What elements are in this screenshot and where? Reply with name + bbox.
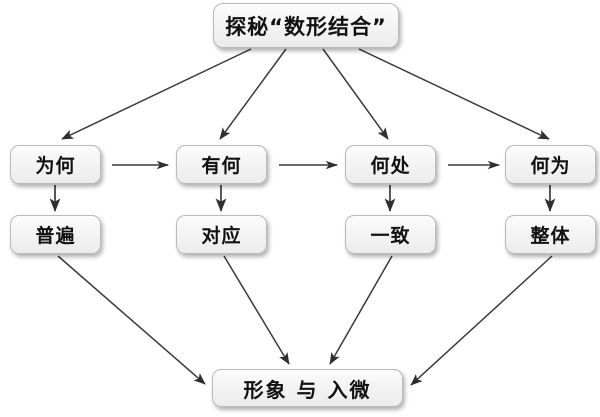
node-zhengti[interactable]: 整体 (505, 215, 596, 254)
node-weihe[interactable]: 为何 (10, 145, 101, 184)
edge-title-to-youhe (219, 48, 287, 140)
edge-title-to-hechu (322, 48, 389, 140)
edge-title-to-weihe (61, 48, 252, 140)
edge-title-to-hewei (358, 48, 550, 140)
edge-zhengti-to-bottom (410, 255, 553, 386)
node-hechu[interactable]: 何处 (345, 145, 436, 184)
node-youhe[interactable]: 有何 (176, 145, 267, 184)
edge-yizhi-to-bottom (329, 255, 393, 365)
node-duiying[interactable]: 对应 (176, 215, 267, 254)
node-bottom-conclusion[interactable]: 形象 与 入微 (212, 369, 403, 407)
edge-pubian-to-bottom (57, 255, 206, 385)
edge-duiying-to-bottom (223, 255, 290, 365)
node-hewei[interactable]: 何为 (505, 145, 596, 184)
node-title[interactable]: 探秘“数形结合” (213, 3, 399, 48)
node-yizhi[interactable]: 一致 (345, 215, 436, 254)
node-pubian[interactable]: 普遍 (10, 215, 101, 254)
